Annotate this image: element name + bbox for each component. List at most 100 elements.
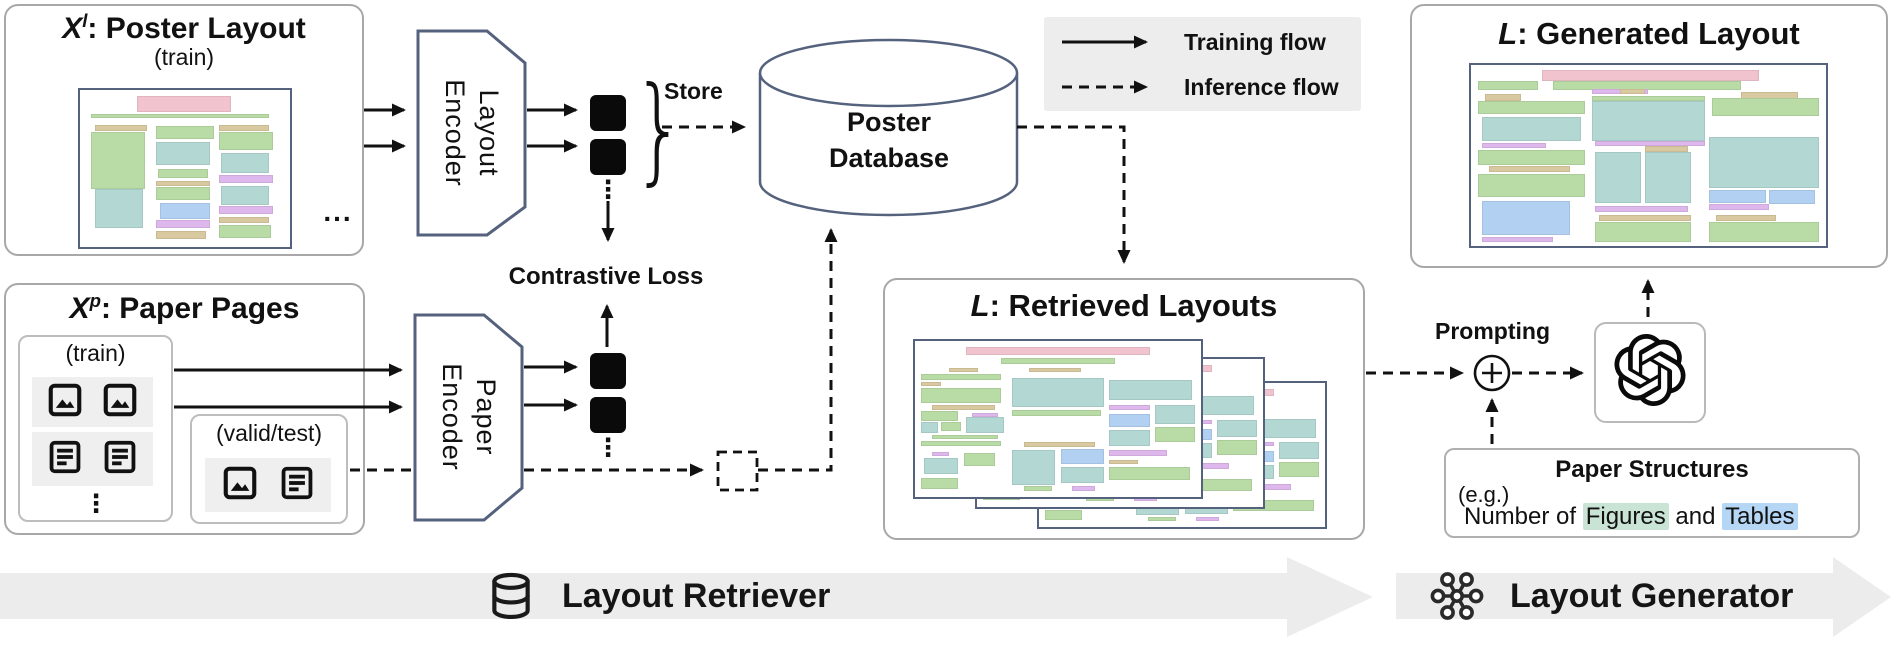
layout-block	[1217, 440, 1258, 456]
layout-block	[94, 188, 143, 229]
layout-block	[932, 434, 998, 440]
layout-block	[94, 124, 148, 131]
layout-block	[1488, 166, 1571, 172]
layout-block	[1708, 137, 1819, 189]
layout-block	[1595, 151, 1642, 203]
layout-encoder-label: Layout Encoder	[440, 79, 504, 187]
layout-block	[1060, 448, 1104, 465]
paper-structures-eg: (e.g.)	[1458, 482, 1510, 507]
layout-block	[1644, 146, 1688, 152]
layout-block	[1478, 81, 1539, 91]
layout-block	[155, 220, 211, 229]
layout-block	[1591, 88, 1649, 94]
layout-block	[90, 132, 146, 189]
layout-block	[159, 203, 211, 219]
paper-encoder-label: Paper Encoder	[437, 363, 501, 471]
layout-block	[920, 381, 941, 387]
layout-block	[1109, 467, 1190, 480]
generated-layout-mockup	[1469, 63, 1828, 248]
poster-layout-subtitle: (train)	[153, 44, 215, 70]
retrieved-layout-mockup-front	[913, 339, 1203, 499]
layout-block	[218, 132, 274, 150]
layout-block	[155, 141, 211, 166]
layout-block	[966, 417, 1004, 434]
image-icon	[101, 381, 139, 424]
layout-block	[1542, 70, 1759, 82]
validtest-tile	[205, 458, 331, 512]
store-label: Store	[664, 78, 723, 104]
openai-logo-icon	[1614, 334, 1686, 411]
layout-block	[1060, 467, 1104, 483]
layout-block	[155, 126, 215, 139]
layout-block	[1595, 222, 1692, 243]
train-label: (train)	[65, 340, 126, 366]
paper-embedding-ellipsis: ⋮	[595, 434, 621, 462]
layout-block	[1012, 378, 1104, 407]
layout-block	[1012, 450, 1056, 485]
layout-block	[932, 404, 996, 410]
layout-retriever-label: Layout Retriever	[562, 577, 831, 615]
layout-block	[949, 367, 978, 373]
poster-database-label: Poster Database	[828, 107, 950, 174]
layout-block	[218, 217, 269, 224]
layout-embedding	[590, 139, 626, 175]
plus-operator-icon	[1473, 354, 1511, 392]
layout-block	[1023, 486, 1053, 491]
layout-block	[1478, 101, 1585, 114]
layout-block	[1708, 204, 1770, 210]
layout-block	[1044, 509, 1082, 520]
layout-block	[1591, 95, 1706, 102]
layout-block	[136, 96, 232, 112]
layout-block	[1109, 404, 1150, 410]
layout-block	[1481, 142, 1546, 149]
document-icon	[278, 464, 316, 507]
layout-block	[1595, 141, 1706, 147]
layout-block	[1644, 151, 1692, 203]
layout-block	[1072, 486, 1096, 491]
layout-block	[923, 458, 958, 474]
layout-block	[1109, 429, 1150, 446]
train-pages-box	[18, 335, 173, 522]
layout-block	[155, 231, 206, 240]
tables-highlight: Tables	[1722, 503, 1798, 530]
layout-block	[1279, 442, 1320, 460]
layout-block	[1279, 462, 1320, 477]
legend-training-label: Training flow	[1184, 29, 1326, 55]
query-embedding-placeholder	[716, 450, 759, 492]
gpt-model-box	[1594, 322, 1706, 423]
paper-structures-title: Paper Structures	[1555, 456, 1749, 483]
layout-embedding	[590, 95, 626, 131]
layout-block	[1481, 236, 1553, 243]
layout-block	[1147, 516, 1177, 522]
layout-block	[220, 152, 269, 174]
layout-block	[1109, 380, 1193, 401]
layout-block	[218, 174, 274, 183]
layout-block	[1595, 206, 1688, 212]
layout-block	[1196, 516, 1220, 522]
layout-generator-label: Layout Generator	[1510, 577, 1794, 615]
document-icon	[101, 438, 139, 481]
prompting-label: Prompting	[1435, 318, 1550, 344]
paper-embedding	[590, 353, 626, 389]
layout-block	[1485, 93, 1521, 102]
layout-block	[1708, 222, 1819, 243]
layout-block	[90, 113, 269, 119]
layout-block	[920, 422, 938, 434]
layout-block	[1715, 215, 1777, 221]
image-icon	[46, 381, 84, 424]
layout-block	[1478, 173, 1585, 198]
contrastive-loss-label: Contrastive Loss	[508, 263, 704, 290]
layout-block	[1591, 101, 1706, 141]
layout-block	[920, 411, 958, 421]
layout-block	[1712, 97, 1819, 116]
train-figure-tile	[32, 377, 153, 427]
layout-block	[940, 422, 961, 432]
store-brace: }	[632, 62, 686, 197]
layout-block	[1598, 215, 1692, 221]
layout-block	[1481, 200, 1571, 236]
figures-highlight: Figures	[1582, 503, 1669, 530]
paper-embedding	[590, 397, 626, 433]
layout-block	[218, 206, 274, 215]
paper-structures-example: Number of Figures and Tables	[1464, 503, 1798, 531]
